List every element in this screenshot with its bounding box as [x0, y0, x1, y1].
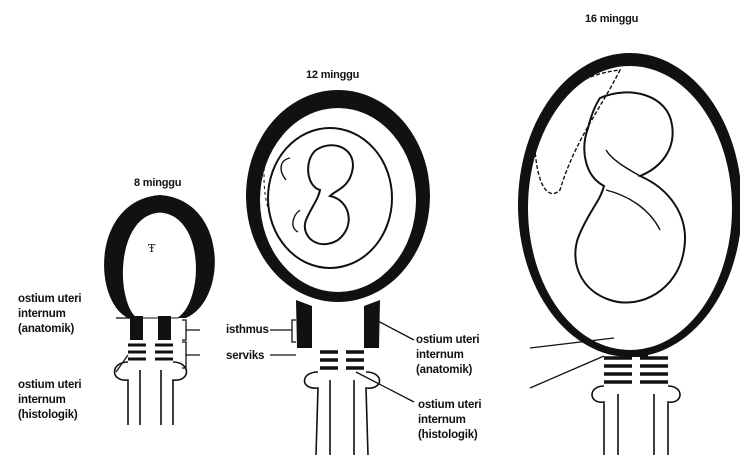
uterus-16-weeks-cervix-bands: [604, 358, 668, 382]
label-serviks: serviks: [226, 349, 264, 364]
uterus-8-weeks-isthmus-right: [158, 316, 171, 340]
label-right-ostium-anatomik: ostium uteri internum (anatomik): [416, 333, 479, 378]
uterus-16-weeks-cervix-outline: [592, 386, 680, 455]
svg-text:Ŧ: Ŧ: [148, 242, 156, 255]
bracket-isthmus-right: [292, 320, 296, 342]
uterus-16-weeks: [518, 53, 740, 455]
uterus-8-weeks-cervix-outline: [115, 362, 187, 425]
pointer-16-histologik: [530, 356, 604, 388]
stage-title-8-weeks: 8 minggu: [134, 176, 181, 191]
label-left-ostium-anatomik: ostium uteri internum (anatomik): [18, 292, 81, 337]
uterus-8-weeks: Ŧ: [104, 195, 215, 425]
pointer-left-histologik: [116, 355, 128, 372]
label-isthmus: isthmus: [226, 323, 269, 338]
uterus-8-weeks-isthmus-left: [130, 316, 143, 340]
stage-title-12-weeks: 12 minggu: [306, 68, 359, 83]
label-left-ostium-histologik: ostium uteri internum (histologik): [18, 378, 81, 423]
uterus-12-weeks-cervix-outline: [305, 372, 380, 455]
uterus-8-weeks-cervix-bands: [128, 345, 173, 359]
stage-title-16-weeks: 16 minggu: [585, 12, 638, 27]
uterus-12-weeks-cervix-bands: [320, 352, 364, 368]
bracket-isthmus-left: [182, 320, 200, 340]
pointer-right-anatomik: [376, 320, 414, 340]
uterus-12-weeks: [246, 90, 430, 455]
bracket-serviks-left: [182, 342, 200, 368]
pointer-right-histologik: [356, 372, 414, 402]
label-right-ostium-histologik: ostium uteri internum (histologik): [418, 398, 481, 443]
